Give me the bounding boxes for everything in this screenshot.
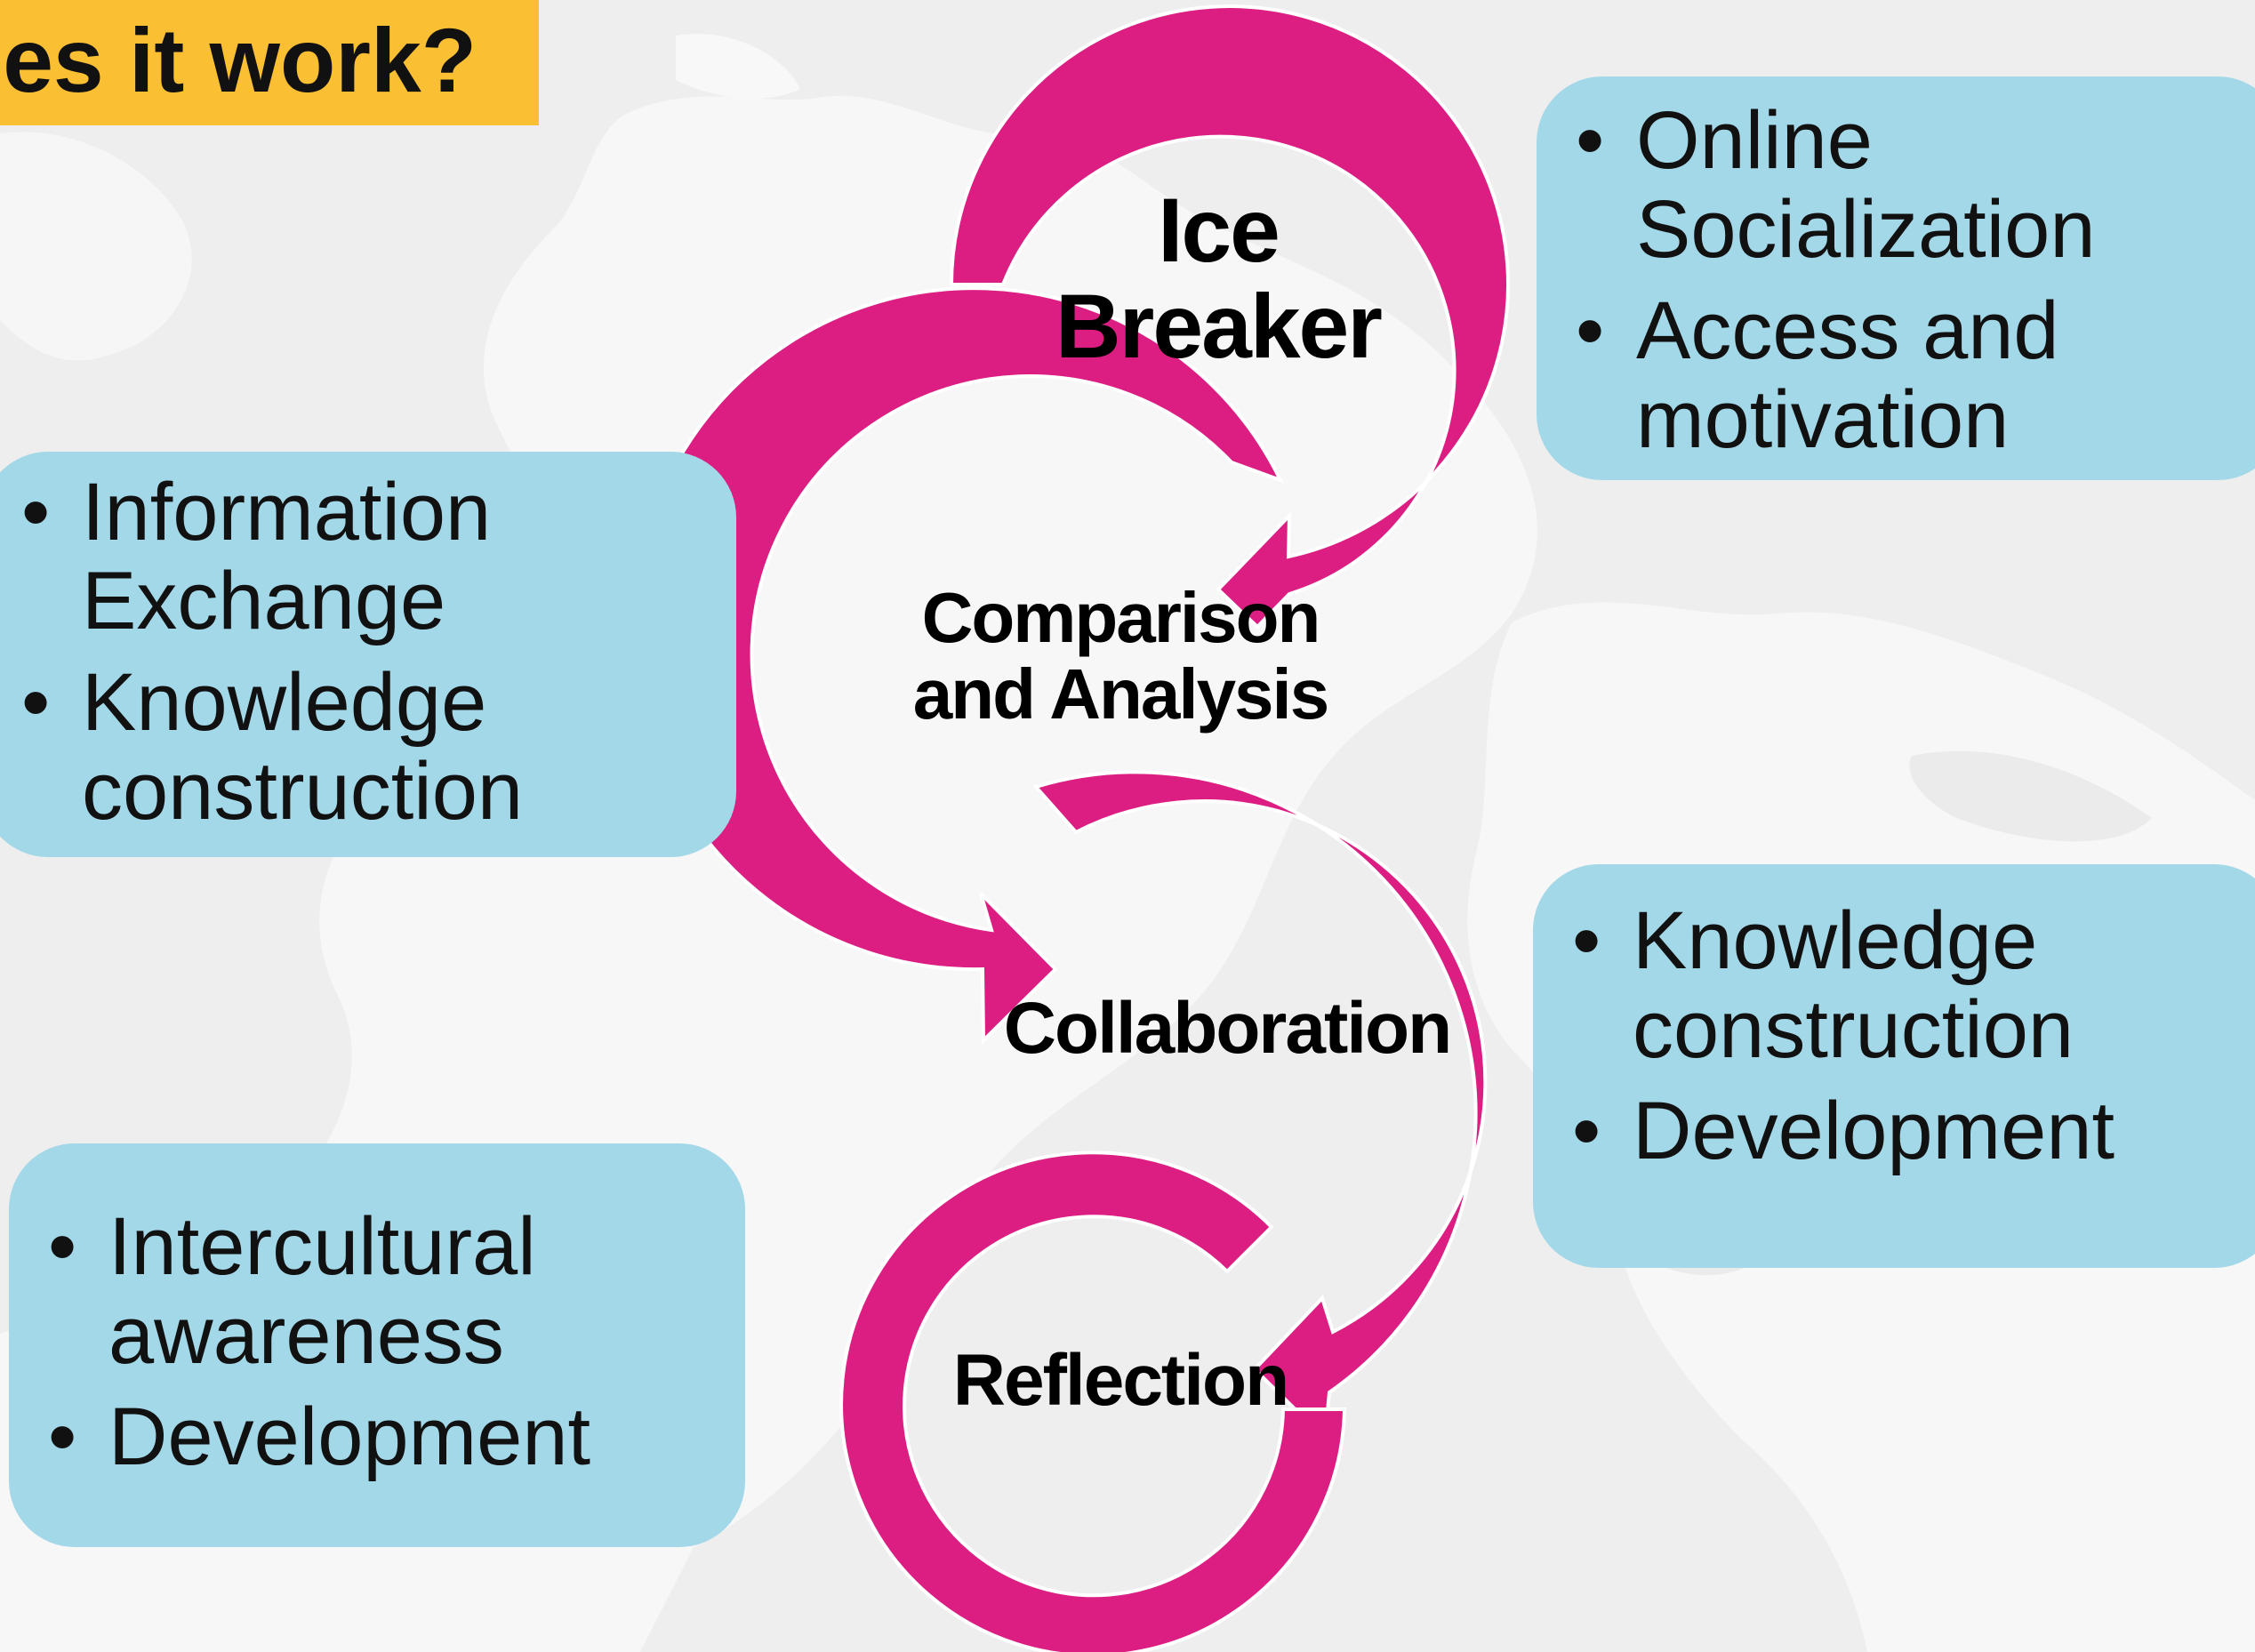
bullet-text: Intercultural awareness (108, 1201, 536, 1381)
bullet-item: • Access and motivation (1554, 286, 2255, 464)
reflection-cycle-arrow (839, 1151, 1347, 1652)
bullet-text: Online Socialization (1636, 95, 2096, 275)
bullet-item: • Knowledge construction (0, 658, 736, 836)
bullet-item: • Development (1551, 1087, 2255, 1175)
stage-label-line: Collaboration (1003, 988, 1452, 1069)
bullet-icon: • (48, 1391, 77, 1482)
stage-label-ice-breaker: Ice Breaker (1005, 182, 1432, 374)
bullet-text: Knowledge construction (1633, 895, 2074, 1075)
collaboration-cycle-arrow (1032, 770, 1488, 1443)
ice-breaker-bullet-list: • Online Socialization • Access and motiva… (1554, 96, 2255, 464)
stage-label-reflection: Reflection (925, 1341, 1316, 1421)
bullet-text: Information Exchange (82, 467, 492, 646)
bullet-icon: • (1572, 895, 1601, 986)
comparison-bullet-list: • Information Exchange • Knowledge constru… (0, 468, 736, 836)
bullet-text: Development (1633, 1086, 2115, 1176)
comparison-cycle-arrow (631, 286, 1284, 1045)
bullet-item: • Intercultural awareness (27, 1202, 745, 1380)
bullet-icon: • (48, 1201, 77, 1292)
bullet-icon: • (21, 657, 51, 748)
title-banner: es it work? (0, 0, 539, 125)
bullet-item: • Development (27, 1392, 745, 1481)
reflection-bullet-list: • Intercultural awareness • Development (27, 1202, 745, 1481)
bullet-icon: • (21, 467, 51, 557)
bullet-item: • Knowledge construction (1551, 896, 2255, 1074)
bullet-text: Development (108, 1391, 591, 1482)
ice-breaker-info-box: • Online Socialization • Access and motiva… (1537, 76, 2255, 480)
stage-label-line: Breaker (1055, 276, 1383, 377)
bullet-text: Knowledge construction (82, 657, 524, 837)
collaboration-info-box: • Knowledge construction • Development (1533, 864, 2255, 1268)
bullet-icon: • (1572, 1086, 1601, 1176)
stage-label-comparison: Comparison and Analysis (880, 580, 1360, 733)
stage-label-line: Reflection (952, 1340, 1289, 1421)
stage-label-line: and Analysis (912, 654, 1330, 734)
bullet-item: • Information Exchange (0, 468, 736, 646)
reflection-info-box: • Intercultural awareness • Development (9, 1143, 745, 1547)
bullet-item: • Online Socialization (1554, 96, 2255, 274)
bullet-text: Access and motivation (1636, 285, 2059, 465)
ice-breaker-cycle-arrow (949, 4, 1510, 630)
stage-label-collaboration: Collaboration (987, 989, 1467, 1069)
slide-title: es it work? (3, 10, 477, 111)
comparison-info-box: • Information Exchange • Knowledge constru… (0, 452, 736, 857)
stage-label-line: Comparison (921, 578, 1321, 657)
stage-label-line: Ice (1158, 180, 1280, 281)
collaboration-bullet-list: • Knowledge construction • Development (1551, 896, 2255, 1175)
bullet-icon: • (1576, 285, 1605, 376)
bullet-icon: • (1576, 95, 1605, 186)
